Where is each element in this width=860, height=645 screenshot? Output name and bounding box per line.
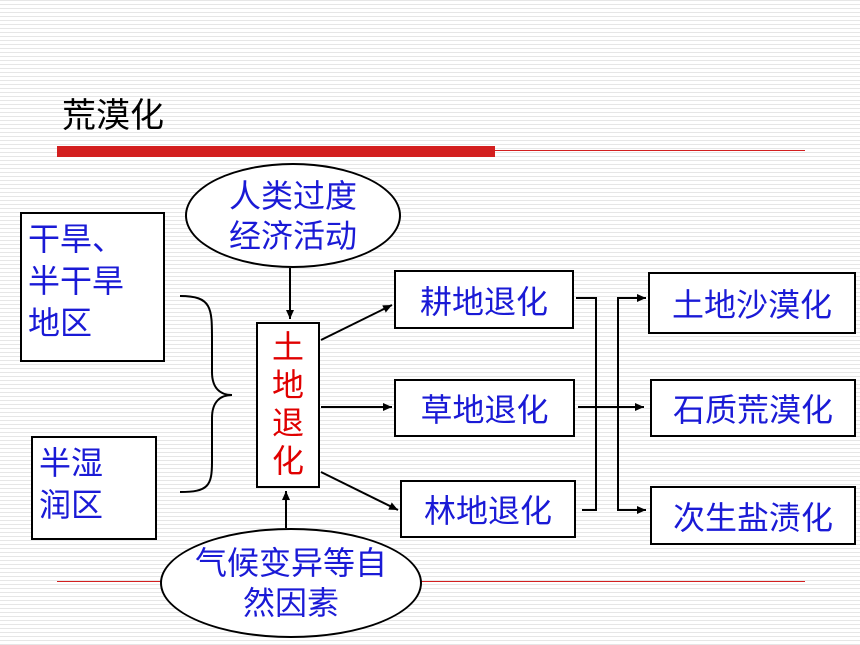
title-underline-thin: [495, 150, 805, 151]
region-humid-label: 半湿 润区: [39, 444, 104, 524]
merge-bracket: [576, 297, 597, 511]
region-arid-label: 干旱、 半干旱 地区: [28, 220, 125, 342]
forest-degradation-box: 林地退化: [400, 480, 576, 538]
cause-human-ellipse: 人类过度 经济活动: [185, 163, 401, 268]
forest-degradation-label: 林地退化: [423, 492, 552, 530]
land-degradation-box: 土 地 退 化: [256, 322, 320, 488]
outcome-rocky-label: 石质荒漠化: [672, 391, 833, 429]
cause-natural-ellipse: 气候变异等自 然因素: [160, 528, 422, 638]
arrow-center-to-farmland: [320, 304, 393, 341]
cause-natural-label: 气候变异等自 然因素: [194, 544, 387, 622]
outcome-rocky-box: 石质荒漠化: [650, 379, 856, 437]
split-bracket: [617, 297, 646, 511]
outcome-saline-box: 次生盐渍化: [650, 486, 856, 545]
farmland-degradation-label: 耕地退化: [419, 282, 548, 321]
region-arid-box: 干旱、 半干旱 地区: [20, 212, 165, 362]
region-humid-box: 半湿 润区: [31, 436, 157, 540]
grassland-degradation-label: 草地退化: [420, 391, 549, 429]
cause-human-label: 人类过度 经济活动: [228, 176, 357, 255]
outcome-sandy-box: 土地沙漠化: [648, 272, 856, 334]
page-title: 荒漠化: [62, 96, 164, 136]
grouping-brace: [179, 295, 233, 493]
outcome-saline-label: 次生盐渍化: [672, 498, 833, 537]
grassland-degradation-box: 草地退化: [394, 379, 575, 437]
farmland-degradation-box: 耕地退化: [394, 270, 574, 329]
title-underline-red: [57, 146, 495, 157]
footer-line: [57, 581, 805, 582]
arrow-center-to-forest: [320, 471, 399, 511]
outcome-sandy-label: 土地沙漠化: [671, 286, 832, 324]
land-degradation-label: 土 地 退 化: [271, 328, 304, 480]
